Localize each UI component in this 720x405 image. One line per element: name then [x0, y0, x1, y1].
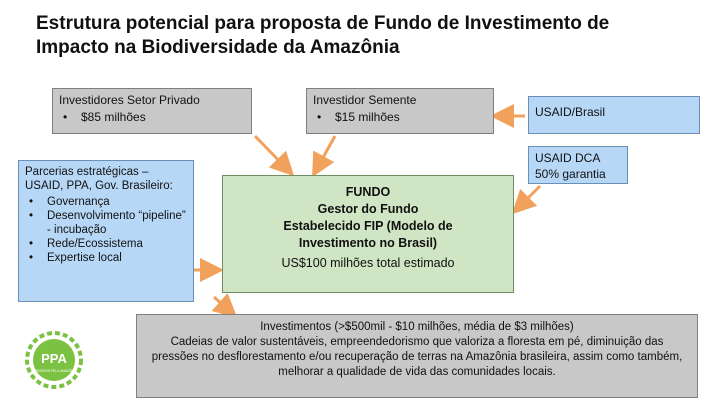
private-investors-amount: $85 milhões	[59, 110, 245, 125]
usaid-brasil-box: USAID/Brasil	[528, 96, 700, 134]
investments-box: Investimentos (>$500mil - $10 milhões, m…	[136, 314, 698, 398]
logo-letters: PPA	[41, 351, 67, 366]
usaid-brasil-label: USAID/Brasil	[535, 105, 606, 119]
title-line-2: Impacto na Biodiversidade da Amazônia	[36, 37, 400, 58]
seed-investor-label: Investidor Semente	[313, 93, 417, 107]
arrow-fund-to-investments	[211, 293, 238, 319]
ppa-logo-icon: PPA PARCEIROS PELA AMAZÔNIA	[25, 331, 83, 389]
usaid-dca-line-1: USAID DCA	[535, 151, 601, 165]
fund-title: FUNDO	[345, 185, 391, 199]
arrow-private-to-fund	[253, 134, 295, 177]
arrow-usaid-dca	[511, 184, 542, 215]
partnership-item: Rede/Ecossistema	[25, 237, 187, 251]
partnership-item: Expertise local	[25, 251, 187, 265]
investments-range: Investimentos (>$500mil - $10 milhões, m…	[260, 321, 574, 333]
fund-total: US$100 milhões total estimado	[281, 256, 455, 270]
usaid-dca-box: USAID DCA 50% garantia	[528, 146, 628, 184]
partnerships-box: Parcerias estratégicas – USAID, PPA, Gov…	[18, 160, 194, 302]
private-investors-box: Investidores Setor Privado $85 milhões	[52, 88, 252, 134]
fund-manager: Gestor do Fundo	[317, 202, 419, 216]
arrow-seed-to-fund	[312, 135, 337, 178]
page-title: Estrutura potencial para proposta de Fun…	[36, 12, 696, 60]
partnership-item: Governança	[25, 195, 187, 209]
logo-tagline: PARCEIROS PELA AMAZÔNIA	[32, 368, 78, 373]
partnership-item: Desenvolvimento “pipeline” - incubação	[25, 209, 187, 237]
ppa-logo: PPA PARCEIROS PELA AMAZÔNIA	[24, 330, 84, 390]
seed-investor-box: Investidor Semente $15 milhões	[306, 88, 494, 134]
private-investors-label: Investidores Setor Privado	[59, 93, 200, 107]
fund-box: FUNDO Gestor do Fundo Estabelecido FIP (…	[222, 175, 514, 293]
partnerships-heading: Parcerias estratégicas – USAID, PPA, Gov…	[25, 166, 173, 192]
seed-investor-amount: $15 milhões	[313, 110, 487, 125]
title-line-1: Estrutura potencial para proposta de Fun…	[36, 13, 610, 34]
usaid-dca-line-2: 50% garantia	[535, 167, 606, 181]
fund-structure: Estabelecido FIP (Modelo de Investimento…	[283, 219, 453, 250]
investments-description: Cadeias de valor sustentáveis, empreende…	[151, 336, 683, 378]
